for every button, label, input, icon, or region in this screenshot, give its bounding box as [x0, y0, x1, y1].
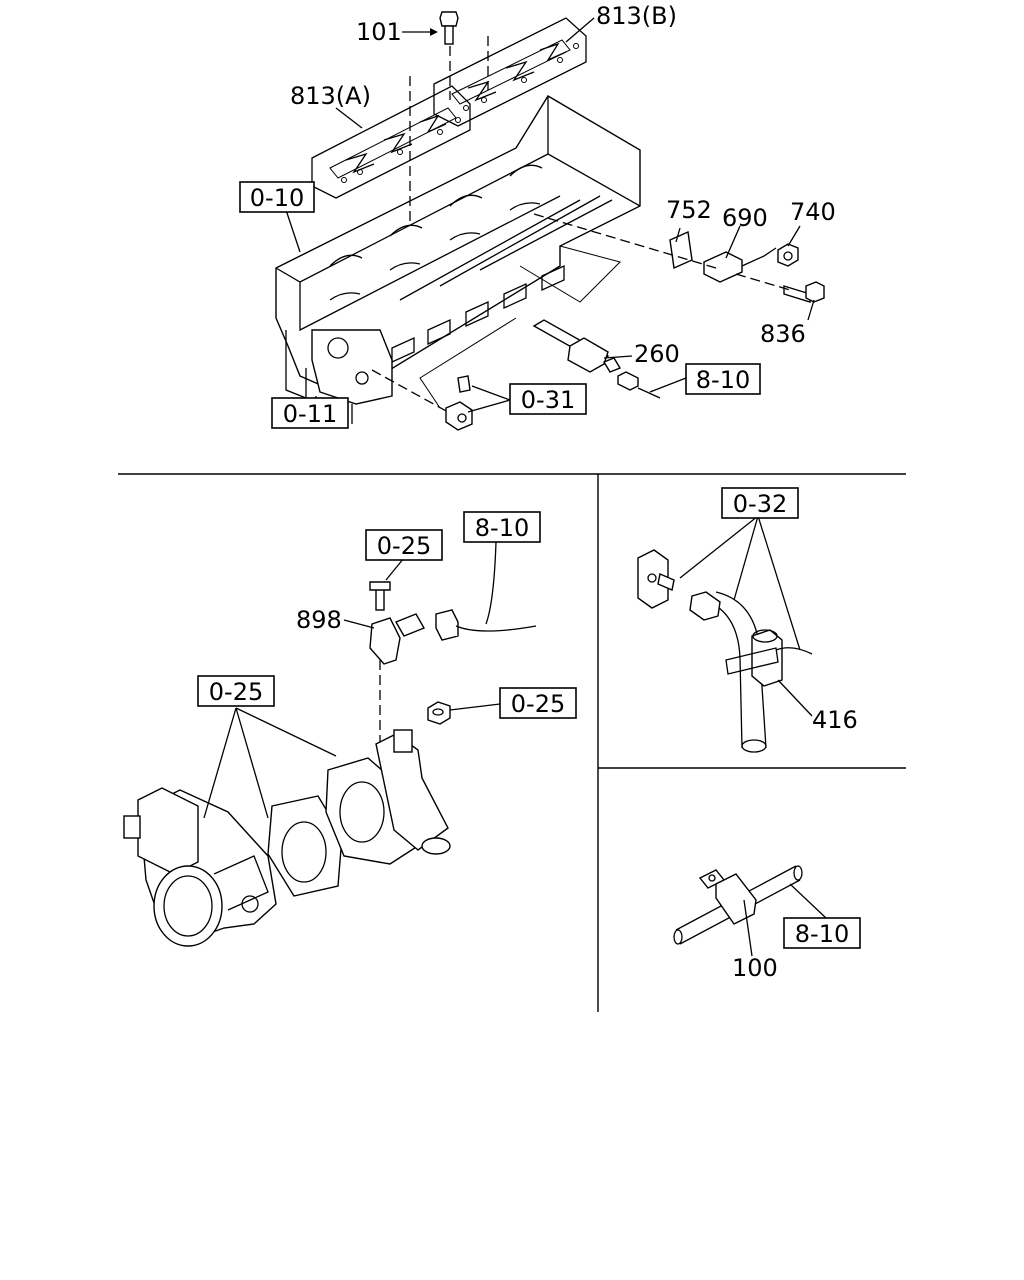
sensor-260-icon — [532, 319, 622, 373]
ref-box-o25-bolt: 0-25 — [365, 529, 443, 561]
ref-box-810-mid: 8-10 — [463, 511, 541, 543]
ref-box-810-bottom: 8-10 — [783, 917, 861, 949]
svg-text:0-31: 0-31 — [521, 386, 575, 414]
part-label-690: 690 — [722, 204, 768, 232]
bottom-left-leader-lines — [203, 557, 501, 819]
gasket-813b — [433, 17, 587, 127]
svg-text:8-10: 8-10 — [696, 366, 750, 394]
bolt-101-icon — [439, 11, 459, 45]
part-label-101: 101 — [356, 18, 402, 46]
ref-box-o10: 0-10 — [239, 181, 315, 213]
fitting-031-icon — [445, 375, 473, 431]
right-top-leader-lines — [679, 515, 813, 717]
nut-740-icon — [777, 243, 799, 267]
part-label-100: 100 — [732, 954, 778, 982]
ref-box-o25-group: 0-25 — [197, 675, 275, 707]
svg-text:0-11: 0-11 — [283, 400, 337, 428]
part-label-813a: 813(A) — [290, 82, 371, 110]
bolt-836-icon — [783, 281, 825, 303]
svg-text:8-10: 8-10 — [475, 514, 529, 542]
part-label-260: 260 — [634, 340, 680, 368]
panel-separators — [118, 473, 906, 1012]
part-label-752: 752 — [666, 196, 712, 224]
throttle-body-drawing — [123, 541, 537, 947]
part-label-416: 416 — [812, 706, 858, 734]
ref-box-o11: 0-11 — [271, 397, 349, 429]
cylinder-head-drawing — [275, 95, 641, 424]
ref-box-o25-nut: 0-25 — [499, 687, 577, 719]
sensor-690-icon — [703, 247, 777, 283]
right-bottom-leader-lines — [743, 883, 827, 957]
ref-box-810-top: 8-10 — [685, 363, 761, 395]
svg-text:0-25: 0-25 — [209, 678, 263, 706]
svg-text:0-32: 0-32 — [733, 490, 787, 518]
ref-box-o32: 0-32 — [721, 487, 799, 519]
part-label-813b: 813(B) — [596, 2, 677, 30]
gasket-752-icon — [669, 230, 693, 270]
part-label-740: 740 — [790, 198, 836, 226]
part-label-836: 836 — [760, 320, 806, 348]
pipe-416-drawing — [637, 549, 813, 753]
ref-box-o31: 0-31 — [509, 383, 587, 415]
svg-text:0-25: 0-25 — [377, 532, 431, 560]
svg-text:0-10: 0-10 — [250, 184, 304, 212]
svg-text:8-10: 8-10 — [795, 920, 849, 948]
connector-top-icon — [617, 371, 661, 399]
part-label-898: 898 — [296, 606, 342, 634]
top-leader-lines — [285, 17, 815, 413]
svg-text:0-25: 0-25 — [511, 690, 565, 718]
clip-100-drawing — [673, 865, 803, 945]
